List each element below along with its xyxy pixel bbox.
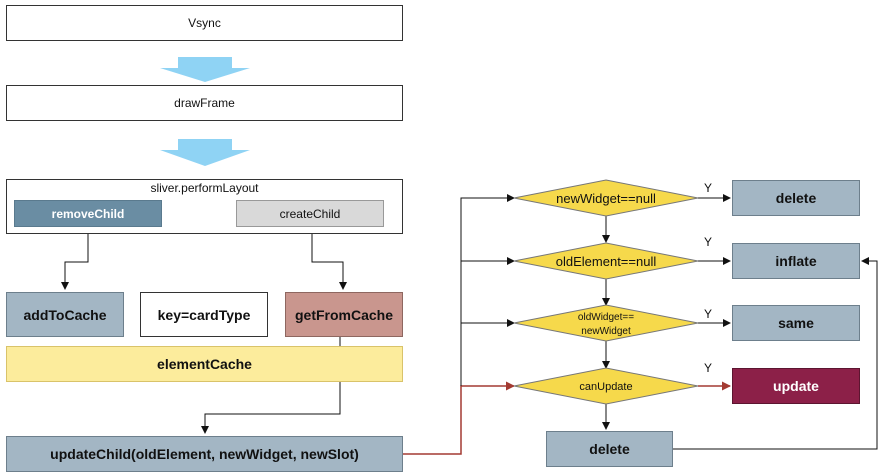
diamond-oldwidget-label-line1: oldWidget== bbox=[578, 312, 634, 323]
key-box: key=cardType bbox=[140, 292, 268, 337]
drawframe-to-layout-arrow bbox=[160, 139, 250, 166]
diamond-oldelement-null bbox=[513, 242, 699, 280]
addtocache-box: addToCache bbox=[6, 292, 124, 337]
vsync-to-drawframe-arrow bbox=[160, 57, 250, 82]
updatechild-box: updateChild(oldElement, newWidget, newSl… bbox=[6, 436, 403, 472]
final-delete-box: delete bbox=[546, 431, 673, 467]
elementcache-box: elementCache bbox=[6, 346, 403, 382]
performlayout-title: sliver.performLayout bbox=[150, 181, 259, 195]
diamond-oldwidget-newwidget bbox=[513, 304, 699, 342]
yes-label-3: Y bbox=[704, 307, 712, 321]
result-delete-box: delete bbox=[732, 180, 860, 216]
updatechild-to-canupdate-wire bbox=[402, 381, 515, 455]
removechild-to-addtocache-wire bbox=[61, 227, 89, 290]
vsync-box: Vsync bbox=[6, 5, 403, 41]
diamond-canupdate bbox=[513, 367, 699, 405]
branch-bus bbox=[460, 194, 515, 386]
getfromcache-box: getFromCache bbox=[285, 292, 403, 337]
result-inflate-box: inflate bbox=[732, 243, 860, 279]
diamond-canupdate-label: canUpdate bbox=[579, 381, 632, 393]
result-update-box: update bbox=[732, 368, 860, 404]
yes-label-4: Y bbox=[704, 361, 712, 375]
diamond-oldwidget-label-line2: newWidget bbox=[581, 326, 631, 337]
drawframe-box: drawFrame bbox=[6, 85, 403, 121]
yes-label-2: Y bbox=[704, 235, 712, 249]
result-same-box: same bbox=[732, 305, 860, 341]
diamond-newwidget-null-label: newWidget==null bbox=[556, 191, 656, 206]
removechild-box: removeChild bbox=[14, 200, 162, 227]
diamond-oldelement-null-label: oldElement==null bbox=[556, 254, 657, 269]
diamond-newwidget-null bbox=[513, 179, 699, 217]
createchild-to-getfromcache-wire bbox=[311, 227, 347, 290]
delete-to-inflate-loop bbox=[673, 257, 878, 450]
yes-label-1: Y bbox=[704, 181, 712, 195]
createchild-box: createChild bbox=[236, 200, 384, 227]
